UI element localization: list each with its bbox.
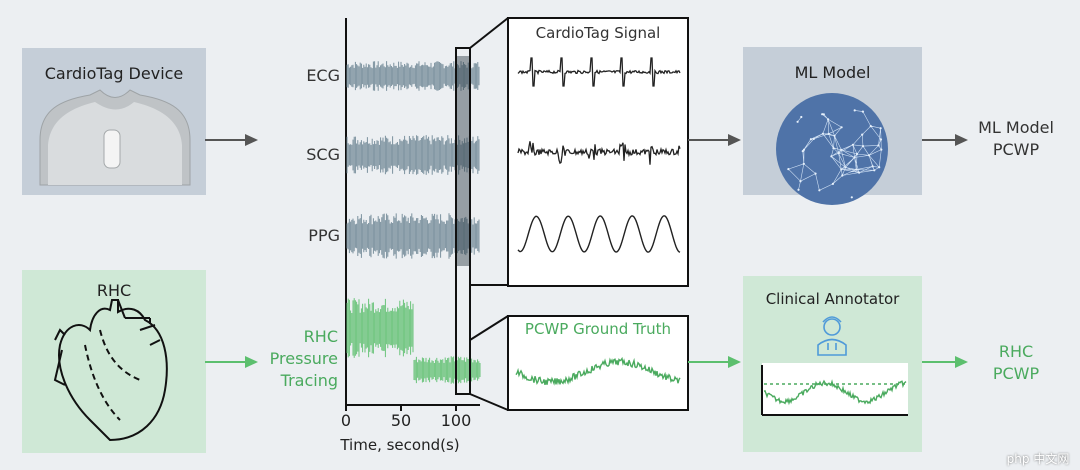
zoom-ecg-trace	[517, 57, 681, 87]
watermark: php 中文网	[1006, 452, 1070, 466]
rhc-band-low	[413, 356, 481, 384]
zoom-ppg-trace	[517, 215, 681, 253]
arrow-signal-to-model	[688, 134, 741, 146]
x-tick-label-0: 0	[340, 411, 352, 430]
ml-output-line1: ML Model	[978, 118, 1054, 137]
rhc-tracing-label-3: Tracing	[280, 371, 338, 390]
cardiotag-device-title: CardioTag Device	[44, 64, 184, 83]
ml-output-line2: PCWP	[992, 140, 1040, 159]
arrow-model-to-output	[922, 134, 968, 146]
annotator-chart	[762, 363, 908, 415]
annotator-trace	[763, 379, 907, 406]
arrow-rhc-to-signals	[205, 356, 258, 368]
zoom-scg-trace	[517, 141, 681, 165]
rhc-tracing-label-2: Pressure	[269, 349, 338, 368]
zoom-line-pcwp-bottom	[469, 393, 509, 411]
ppg-label: PPG	[308, 226, 340, 245]
neural-network-sphere	[776, 93, 888, 205]
zoom-pcwp-trace	[515, 356, 681, 386]
arrow-device-to-signals	[205, 134, 258, 146]
torso-illustration	[39, 89, 191, 186]
clinician-icon	[817, 316, 847, 356]
rhc-title: RHC	[96, 281, 132, 300]
x-axis-title: Time, second(s)	[340, 436, 460, 454]
heart-illustration	[53, 299, 168, 442]
rhc-output-line2: PCWP	[992, 364, 1040, 383]
ecg-band	[346, 61, 480, 91]
rhc-tracing-label-1: RHC	[303, 327, 338, 346]
rhc-output-line1: RHC	[998, 342, 1034, 361]
x-tick-label-50: 50	[390, 411, 412, 430]
ml-model-title: ML Model	[794, 63, 871, 82]
selection-window	[455, 47, 471, 395]
pcwp-ground-truth-box	[507, 315, 689, 411]
scg-band	[346, 135, 480, 175]
clinical-annotator-title: Clinical Annotator	[765, 290, 900, 308]
pcwp-ground-truth-title: PCWP Ground Truth	[524, 320, 672, 338]
rhc-band-high	[346, 298, 414, 358]
ppg-band	[346, 213, 480, 259]
zoom-line-pcwp-top	[469, 315, 509, 341]
x-tick-label-100: 100	[440, 411, 472, 430]
selection-highlight	[457, 56, 469, 266]
cardiotag-signal-title: CardioTag Signal	[535, 24, 661, 42]
arrow-truth-to-annotator	[688, 356, 741, 368]
scg-label: SCG	[306, 145, 340, 164]
arrow-annotator-to-output	[922, 356, 968, 368]
ecg-label: ECG	[306, 66, 340, 85]
zoom-line-top	[469, 17, 509, 49]
